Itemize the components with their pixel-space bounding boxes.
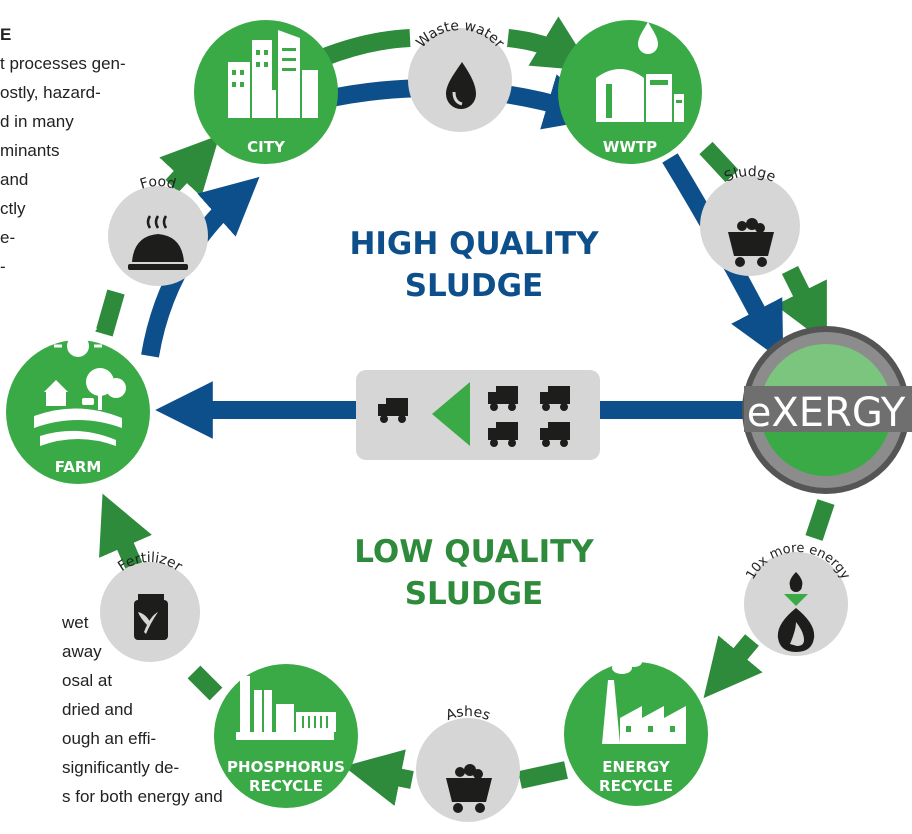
phosphorus-label-line2: RECYCLE [249,777,323,795]
body-text-bottom: wet away osal at dried and ough an effi-… [62,613,223,806]
exergy-logo: eXERGY [742,326,912,494]
farm-label: FARM [55,458,102,476]
arrow-wastewater-to-wwtp [506,16,593,71]
green-flow-arrows [95,16,835,806]
sludge-label: Sludge [722,164,778,186]
fertilizer-bag-icon [134,594,168,640]
more-energy-circle: 10x more energy [743,541,853,656]
farm-node: FARM [6,322,150,484]
phosphorus-recycle-node: PHOSPHORUS RECYCLE [214,664,358,808]
low-quality-heading: LOW QUALITY [354,534,594,570]
energy-label-line2: RECYCLE [599,777,673,795]
high-quality-heading: HIGH QUALITY [349,226,599,262]
truck-icon [378,386,570,447]
arrow-food-to-city [159,134,220,197]
coal-cart-icon [446,764,492,813]
high-quality-heading-line2: SLUDGE [405,268,544,304]
arrow-energy-to-ashes [518,761,568,789]
arrow-sludge-to-exergy [775,265,827,344]
arrow-fertilizer-to-farm [99,493,152,570]
body-text-top: E t processes gen- ostly, hazard- d in m… [0,25,126,276]
arrow-energyicon-to-energyrecycle [703,634,763,699]
arrow-city-to-wastewater [318,29,411,67]
water-drop-icon [638,22,658,54]
coal-cart-icon [728,218,774,267]
energy-label-line1: ENERGY [602,758,671,776]
sludge-circle: Sludge [700,164,800,276]
flame-icon [789,572,803,592]
bread-icon [128,215,188,270]
exergy-logo-text: eXERGY [747,390,906,436]
arrow-phosphorus-to-fertilizer [187,665,223,701]
low-quality-heading-line2: SLUDGE [405,576,544,612]
ashes-label: Ashes [444,704,493,724]
fertilizer-circle: Fertilizer [100,550,200,662]
food-circle: Food [108,174,208,286]
green-increase-triangle [784,594,808,606]
waste-water-circle: Waste water [408,18,512,132]
arrow-ashes-to-phosphorus [343,749,414,806]
farm-icon [34,322,126,446]
arrow-farm-to-food [95,289,125,337]
city-node: CITY [194,20,338,164]
green-reduction-triangle [432,382,470,446]
truck-comparison-panel [356,370,600,460]
buildings-icon [228,30,318,118]
ashes-circle: Ashes [416,704,520,822]
city-label: CITY [247,138,286,156]
energy-recycle-node: ENERGY RECYCLE [564,657,708,806]
arrow-exergy-to-energy [805,499,835,541]
wwtp-node: WWTP [558,20,702,164]
arrow-wwtp-to-sludge [699,141,739,183]
power-plant-icon [602,657,686,744]
wwtp-label: WWTP [603,138,657,156]
phosphorus-label-line1: PHOSPHORUS [227,758,345,776]
